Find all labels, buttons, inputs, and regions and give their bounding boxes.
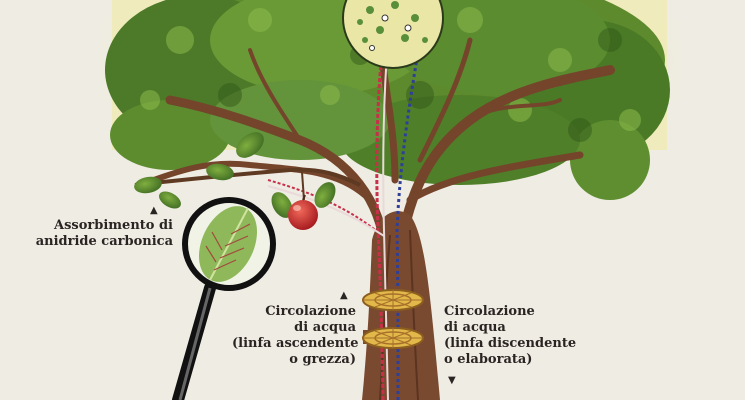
descending-sap-path bbox=[395, 39, 422, 400]
down-arrow-icon: ▼ bbox=[448, 375, 456, 386]
up-arrow-icon: ▲ bbox=[340, 290, 348, 301]
descending-sap-label: Circolazione di acqua (linfa discendente… bbox=[444, 304, 594, 368]
apple bbox=[288, 194, 318, 230]
leafy-twig bbox=[134, 132, 361, 218]
up-arrow-icon: ▲ bbox=[150, 205, 158, 216]
label-line: Circolazione bbox=[444, 304, 535, 319]
label-line: o elaborata) bbox=[444, 352, 533, 367]
ascending-sap-label: Circolazione di acqua (linfa ascendente … bbox=[232, 304, 359, 368]
tree-crown bbox=[105, 0, 670, 200]
label-line: anidride carbonica bbox=[35, 234, 173, 249]
trunk-cross-section-upper bbox=[362, 289, 424, 311]
label-line: di acqua bbox=[444, 320, 506, 335]
co2-absorption-label: Assorbimento di anidride carbonica bbox=[18, 218, 173, 250]
trunk-cross-section-lower bbox=[362, 327, 424, 349]
label-line: di acqua bbox=[294, 320, 356, 335]
label-line: Assorbimento di bbox=[54, 218, 173, 233]
magnifying-glass-icon bbox=[172, 197, 276, 400]
label-line: (linfa ascendente bbox=[232, 336, 359, 351]
label-line: o grezza) bbox=[289, 352, 356, 367]
label-line: (linfa discendente bbox=[444, 336, 577, 351]
label-line: Circolazione bbox=[265, 304, 356, 319]
leaf-cell-inset bbox=[342, 0, 444, 69]
